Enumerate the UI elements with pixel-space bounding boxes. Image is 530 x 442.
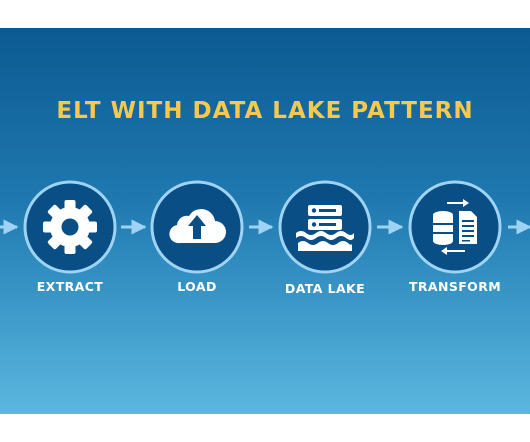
server-water-icon xyxy=(296,205,354,251)
diagram-title: ELT WITH DATA LAKE PATTERN xyxy=(56,98,474,124)
step-label-data-lake: DATA LAKE xyxy=(284,281,366,296)
diagram-banner: ELT WITH DATA LAKE PATTERN xyxy=(0,28,530,414)
step-load xyxy=(150,180,244,274)
step-label-extract: EXTRACT xyxy=(36,279,104,294)
gear-icon xyxy=(43,200,97,254)
database-transform-icon xyxy=(433,199,477,255)
step-transform xyxy=(408,180,502,274)
flow-diagram xyxy=(0,180,530,274)
step-label-load: LOAD xyxy=(177,279,217,294)
step-label-transform: TRANSFORM xyxy=(408,279,502,294)
cloud-upload-icon xyxy=(169,208,226,244)
step-data-lake xyxy=(278,180,372,274)
step-extract xyxy=(23,180,117,274)
